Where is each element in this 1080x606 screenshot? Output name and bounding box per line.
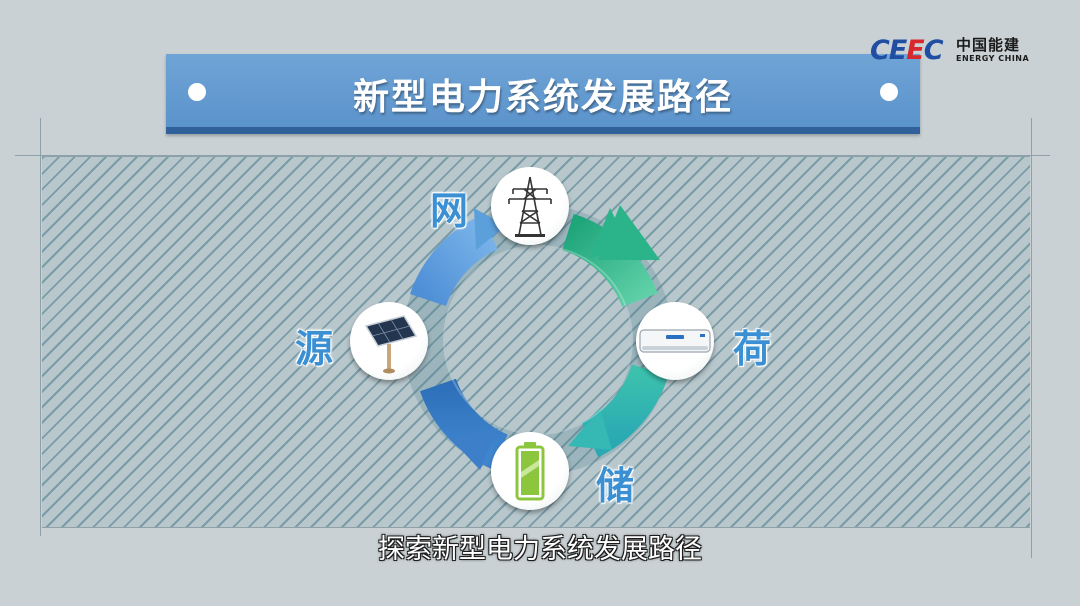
arrowhead-load-to-storage — [568, 408, 612, 450]
title-banner: 新型电力系统发展路径 — [166, 54, 920, 134]
banner-dot-right — [880, 83, 898, 101]
arrow-storage-to-source — [420, 378, 509, 470]
arrowhead-storage-to-source — [450, 428, 498, 470]
load-label: 荷 — [733, 327, 772, 371]
banner-dot-left — [188, 83, 206, 101]
source-label: 源 — [295, 327, 334, 371]
load-node — [636, 302, 714, 380]
source-node — [350, 302, 428, 380]
guide-line-right — [1031, 118, 1032, 558]
page-title: 新型电力系统发展路径 — [352, 77, 733, 118]
logo-chinese-name: 中国能建 — [956, 36, 1021, 54]
guide-line-top — [15, 155, 1050, 156]
grid-label: 网 — [430, 189, 469, 233]
grid-node — [491, 167, 569, 245]
battery-icon — [515, 442, 545, 501]
logo-mark: CEEC — [870, 35, 944, 66]
guide-line-left — [40, 118, 41, 536]
energy-china-logo: CEEC 中国能建 ENERGY CHINA — [870, 34, 1040, 70]
storage-label: 储 — [596, 464, 635, 508]
arrowhead-source-to-grid — [474, 208, 506, 250]
subtitle-caption: 探索新型电力系统发展路径 — [378, 534, 702, 565]
air-conditioner-icon — [639, 329, 711, 353]
solar-panel-icon — [364, 315, 418, 374]
transmission-tower-icon — [508, 176, 552, 237]
logo-english-name: ENERGY CHINA — [956, 54, 1030, 63]
storage-node — [491, 432, 569, 510]
